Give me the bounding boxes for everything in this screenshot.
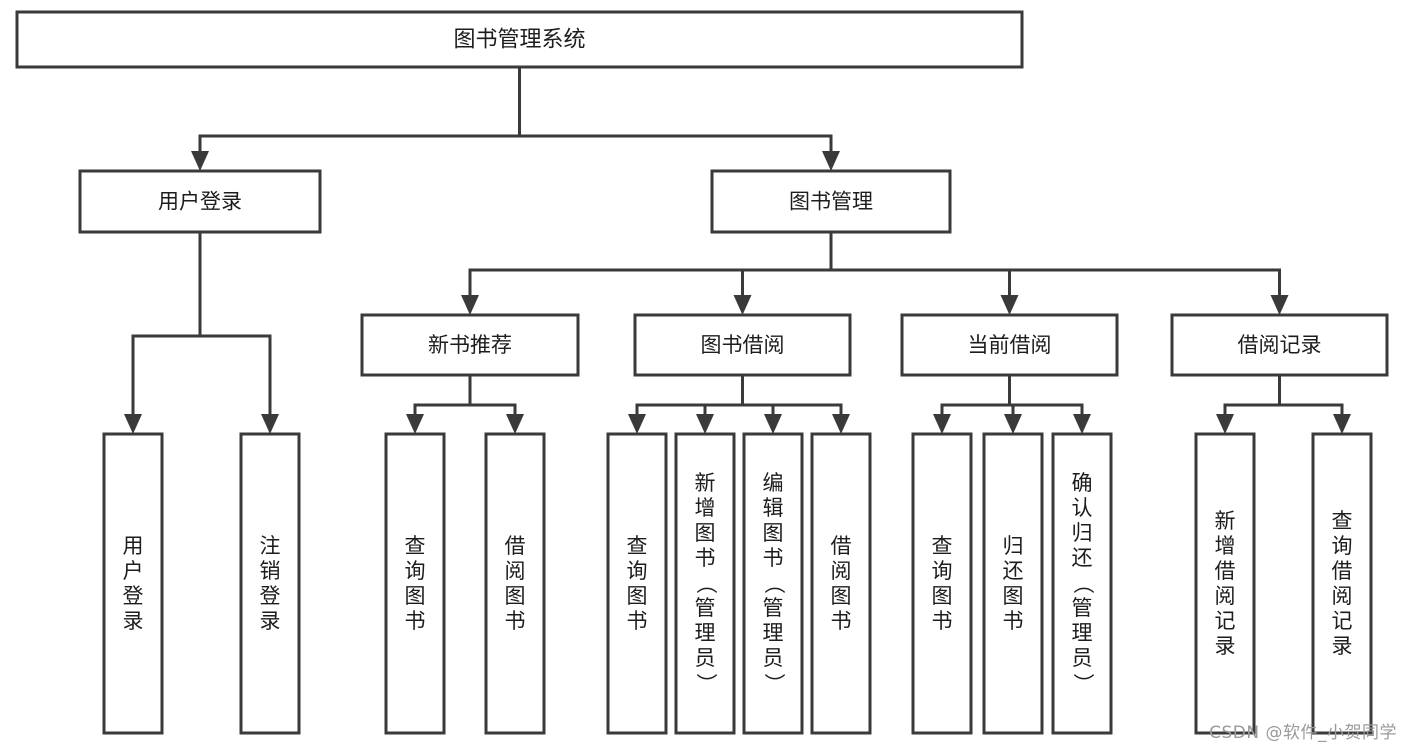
node-leaf-6-rect [742, 432, 804, 735]
node-level2-1[interactable]: 图书管理 [710, 169, 952, 234]
watermark-text: CSDN @软件_小贺同学 [1209, 723, 1397, 743]
node-leaf-5[interactable] [674, 432, 736, 735]
arrow-head-icon [1216, 414, 1234, 434]
node-level3-3-rect [1170, 313, 1389, 377]
level2-label-0: 用户登录 [158, 190, 242, 214]
level3-label-3: 借阅记录 [1238, 333, 1322, 357]
node-level3-2-rect [900, 313, 1119, 377]
arrow-head-icon [832, 414, 850, 434]
arrow-head-icon [261, 414, 279, 434]
arrow-head-icon [696, 414, 714, 434]
node-leaf-8[interactable] [911, 432, 973, 735]
arrow-head-icon [933, 414, 951, 434]
level3-label-0: 新书推荐 [428, 333, 512, 357]
node-leaf-12-rect [1311, 432, 1373, 735]
arrow-head-icon [1004, 414, 1022, 434]
node-leaf-9[interactable] [982, 432, 1044, 735]
node-leaf-3[interactable] [484, 432, 546, 735]
node-level3-1[interactable]: 图书借阅 [633, 313, 852, 377]
node-leaf-7[interactable] [810, 432, 872, 735]
arrow-head-icon [1000, 295, 1019, 315]
node-level3-1-rect [633, 313, 852, 377]
arrow-head-icon [822, 151, 840, 171]
arrow-head-icon [764, 414, 782, 434]
node-level2-0[interactable]: 用户登录 [78, 169, 322, 234]
arrow-head-icon [124, 414, 142, 434]
node-leaf-5-rect [674, 432, 736, 735]
node-leaf-7-rect [810, 432, 872, 735]
node-level3-0-rect [360, 313, 580, 377]
node-leaf-1[interactable] [239, 432, 301, 735]
node-root-system-rect [15, 10, 1024, 69]
node-leaf-6[interactable] [742, 432, 804, 735]
node-leaf-9-rect [982, 432, 1044, 735]
root-label: 图书管理系统 [453, 28, 585, 53]
node-level3-3[interactable]: 借阅记录 [1170, 313, 1389, 377]
node-leaf-0-rect [102, 432, 164, 735]
arrow-head-icon [628, 414, 646, 434]
level3-label-1: 图书借阅 [701, 333, 785, 357]
node-leaf-4[interactable] [606, 432, 668, 735]
arrow-head-icon [733, 295, 752, 315]
node-leaf-8-rect [911, 432, 973, 735]
node-level2-0-rect [78, 169, 322, 234]
node-level2-1-rect [710, 169, 952, 234]
arrow-head-icon [461, 295, 479, 315]
connector-layer [124, 65, 1351, 434]
node-leaf-4-rect [606, 432, 668, 735]
arrow-head-icon [1333, 414, 1351, 434]
node-leaf-0[interactable] [102, 432, 164, 735]
node-level3-0[interactable]: 新书推荐 [360, 313, 580, 377]
node-root-system[interactable]: 图书管理系统 [15, 10, 1024, 69]
node-leaf-1-rect [239, 432, 301, 735]
arrow-head-icon [1073, 414, 1091, 434]
level2-label-1: 图书管理 [789, 190, 873, 214]
node-leaf-11-rect [1194, 432, 1256, 735]
node-leaf-2-rect [384, 432, 446, 735]
node-level3-2[interactable]: 当前借阅 [900, 313, 1119, 377]
node-leaf-2[interactable] [384, 432, 446, 735]
node-leaf-11[interactable] [1194, 432, 1256, 735]
node-leaf-12[interactable] [1311, 432, 1373, 735]
node-leaf-3-rect [484, 432, 546, 735]
node-leaf-10[interactable] [1051, 432, 1113, 735]
arrow-head-icon [406, 414, 424, 434]
arrow-head-icon [1270, 295, 1289, 315]
arrow-head-icon [191, 151, 209, 171]
node-leaf-10-rect [1051, 432, 1113, 735]
level3-label-2: 当前借阅 [968, 333, 1052, 357]
arrow-head-icon [506, 414, 524, 434]
